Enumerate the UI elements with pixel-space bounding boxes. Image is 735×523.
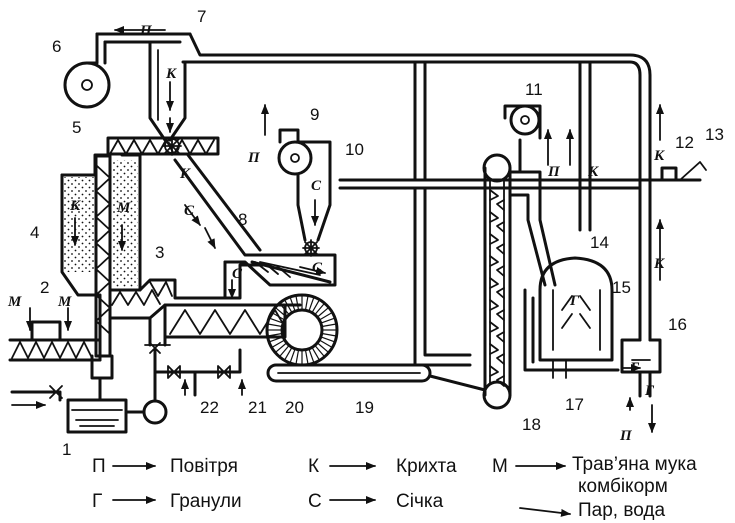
label-14: 14 (590, 233, 609, 252)
label-9: 9 (310, 105, 319, 124)
legend-p-text: Повітря (170, 456, 238, 477)
flow-letter-k-chute: К (179, 166, 191, 182)
legend-k-key: К (308, 456, 319, 477)
flow-letter-k-bin: К (69, 198, 81, 214)
label-4: 4 (30, 223, 39, 242)
fan-11 (503, 104, 542, 140)
label-10: 10 (345, 140, 364, 159)
flow-letter-s-cyclone: С (311, 178, 322, 194)
legend-m-text-line2: комбікорм (578, 476, 668, 497)
flow-arrows (11, 26, 664, 433)
flow-letter-s-chute: С (184, 203, 195, 219)
flow-letter-m-right: М (57, 294, 72, 310)
label-8: 8 (238, 210, 247, 229)
label-13: 13 (705, 125, 724, 144)
chimney-12-13 (660, 161, 707, 182)
legend-g-key: Г (92, 491, 102, 512)
chute-8 (173, 153, 337, 300)
cyclone-9-10 (277, 128, 332, 257)
flow-letter-m-left: М (7, 294, 22, 310)
legend-s-key: С (308, 491, 322, 512)
legend-steam-text: Пар, вода (578, 500, 665, 521)
label-20: 20 (285, 398, 304, 417)
conveyor-19 (266, 363, 487, 392)
label-1: 1 (62, 440, 71, 459)
legend-k-text: Крихта (396, 456, 457, 477)
label-21: 21 (248, 398, 267, 417)
legend: П Повітря К Крихта М Трав’яна мука комбі… (92, 454, 697, 521)
cyclone-7 (148, 40, 187, 142)
steam-valves (149, 342, 242, 397)
bin-4 (60, 153, 142, 380)
label-12: 12 (675, 133, 694, 152)
legend-p-key: П (92, 456, 106, 477)
flow-letter-k-cyclone: К (165, 66, 177, 82)
screw-conveyor-2 (8, 320, 102, 362)
pellet-press-20 (265, 293, 339, 367)
flow-letter-k-right: К (653, 256, 665, 272)
legend-g-text: Гранули (170, 491, 242, 512)
flow-letters: П К К К М М М С С П С С П К К К Г Г Г П (7, 23, 665, 444)
legend-m-key: М (492, 456, 508, 477)
label-17: 17 (565, 395, 584, 414)
flow-letter-p-bottom: П (619, 428, 633, 444)
flow-letter-k-elevator: К (587, 164, 599, 180)
label-18: 18 (522, 415, 541, 434)
label-22: 22 (200, 398, 219, 417)
component-numbers: 1 2 3 4 5 6 7 8 9 10 11 12 13 14 15 16 1… (30, 7, 724, 459)
flow-letter-m-bin: М (116, 200, 131, 216)
legend-s-text: Січка (396, 491, 444, 512)
bucket-elevator-18 (482, 153, 557, 410)
label-7: 7 (197, 7, 206, 26)
flow-letter-g-cooler: Г (569, 293, 580, 309)
label-11: 11 (525, 80, 543, 99)
flow-letter-p-elevator: П (547, 164, 561, 180)
flow-letter-p-cyclone: П (247, 150, 261, 166)
label-3: 3 (155, 243, 164, 262)
top-duct (95, 32, 652, 342)
sieve-16 (620, 338, 662, 398)
label-6: 6 (52, 37, 61, 56)
legend-m-text-line1: Трав’яна мука (572, 454, 697, 475)
flow-letter-g-outlet: Г (644, 383, 655, 399)
flow-letter-s-shaker: С (312, 260, 323, 276)
cooler-14-15 (523, 256, 620, 379)
flow-letter-p-top: П (139, 23, 153, 39)
flow-letter-g-sieve: Г (629, 360, 640, 376)
tank-1 (10, 348, 168, 434)
feeder-5 (106, 136, 220, 156)
flow-letter-s-lower: С (232, 266, 243, 282)
label-5: 5 (72, 118, 81, 137)
label-16: 16 (668, 315, 687, 334)
label-19: 19 (355, 398, 374, 417)
label-2: 2 (40, 278, 49, 297)
flow-letter-k-right-top: К (653, 148, 665, 164)
label-15: 15 (612, 278, 631, 297)
fan-6 (63, 32, 111, 109)
